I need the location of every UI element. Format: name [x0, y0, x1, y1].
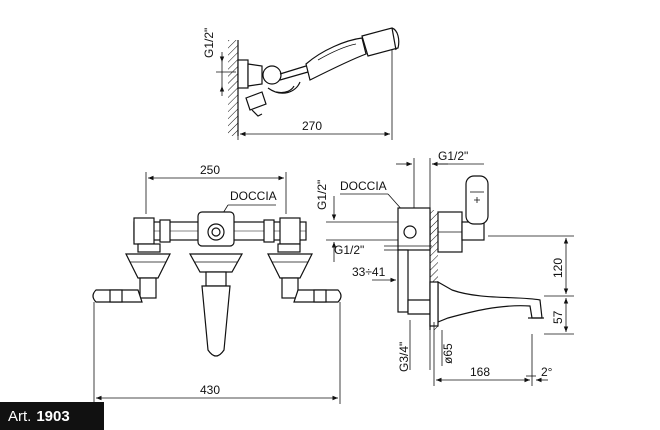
- side-height-120-label: 120: [551, 258, 565, 278]
- side-diameter-label: ø65: [441, 343, 455, 364]
- front-width-label: 430: [200, 383, 220, 397]
- side-angle-label: 2°: [541, 365, 553, 379]
- article-badge: Art. 1903: [0, 402, 104, 430]
- side-view: [326, 158, 574, 386]
- side-height-57-label: 57: [551, 310, 565, 324]
- shower-length-label: 270: [302, 119, 322, 133]
- front-doccia-label: DOCCIA: [230, 189, 277, 203]
- side-inlet-thread-label: G1/2": [334, 243, 364, 257]
- side-thread-g34-label: G3/4": [397, 342, 411, 372]
- hand-shower-view: [216, 27, 400, 140]
- front-spacing-label: 250: [200, 163, 220, 177]
- side-doccia-label: DOCCIA: [340, 179, 387, 193]
- front-view: [92, 172, 342, 404]
- article-number: 1903: [36, 407, 70, 425]
- side-range-label: 33÷41: [352, 265, 386, 279]
- article-prefix: Art.: [8, 407, 32, 425]
- side-top-thread-label: G1/2": [438, 149, 468, 163]
- side-vertical-thread-label: G1/2": [315, 180, 329, 210]
- side-length-label: 168: [470, 365, 490, 379]
- shower-thread-label: G1/2": [202, 28, 216, 58]
